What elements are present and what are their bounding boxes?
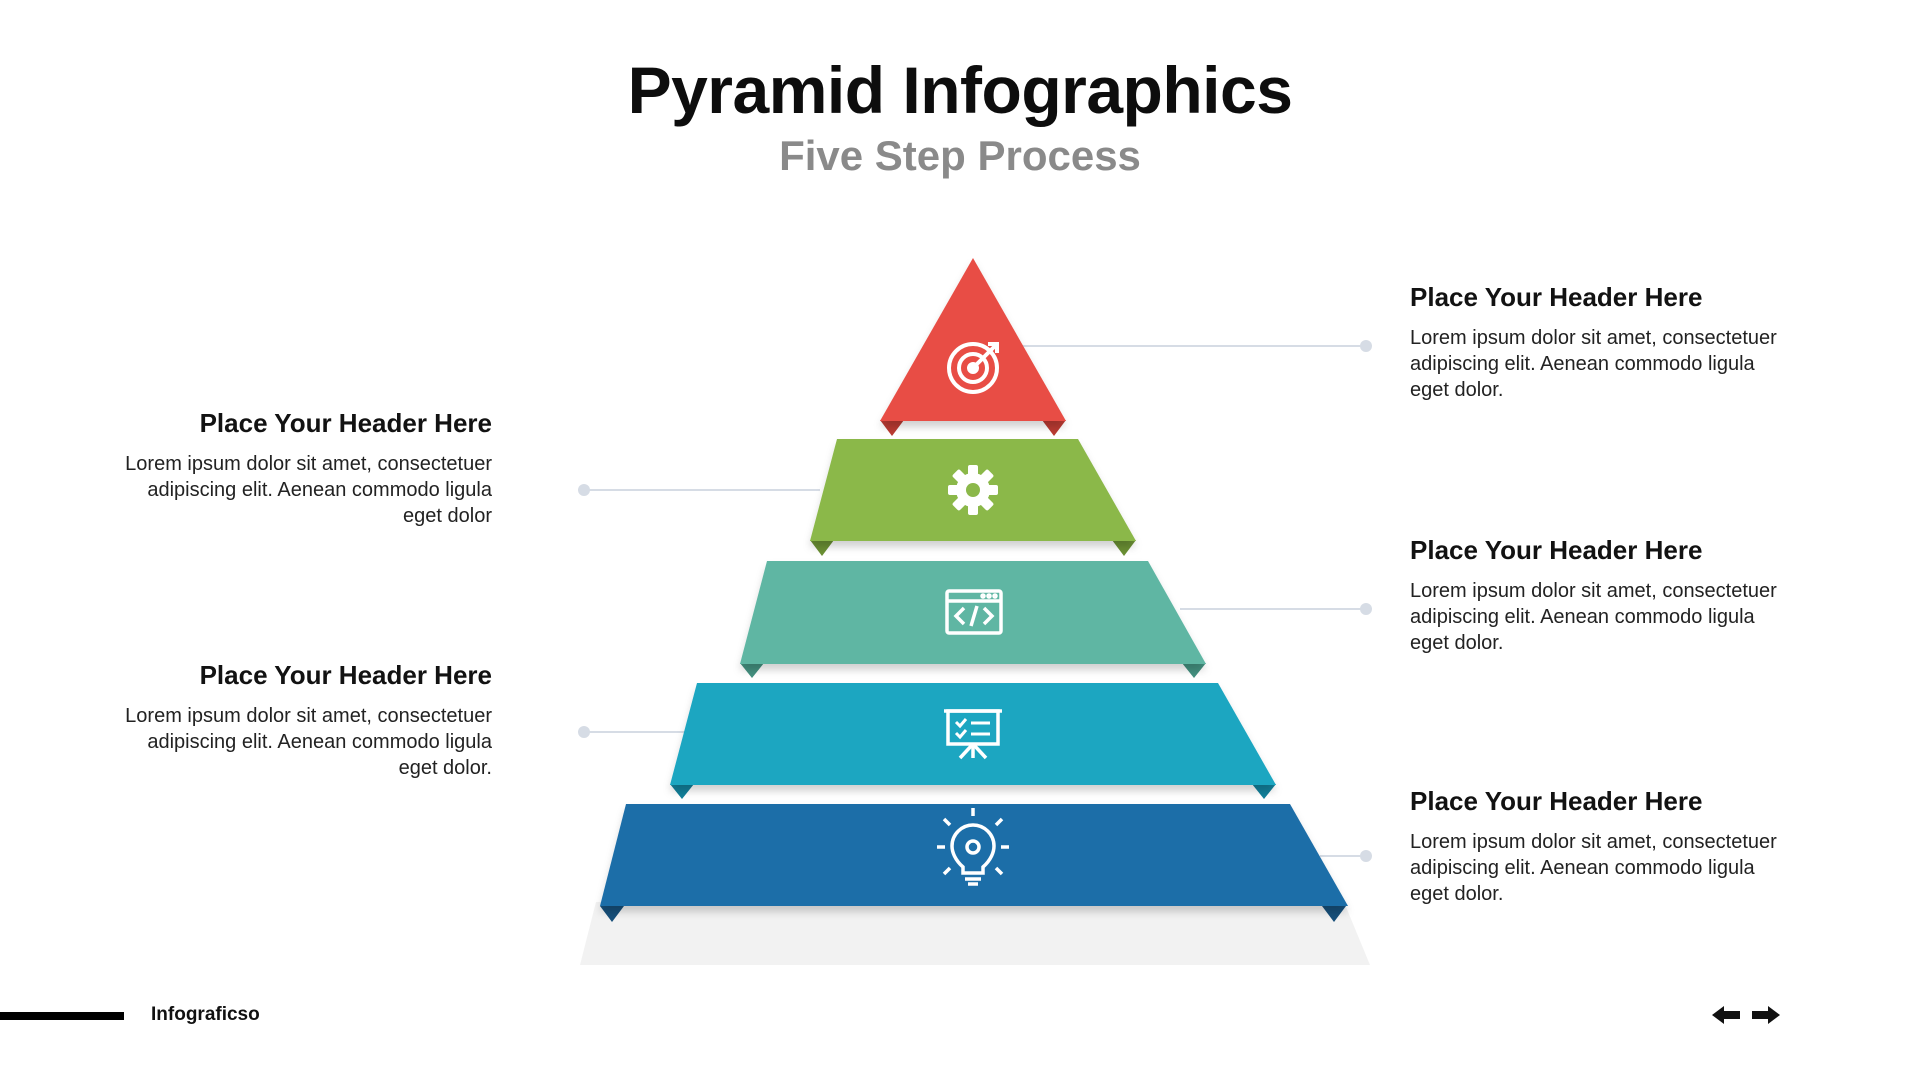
callout-header: Place Your Header Here [1410,282,1703,312]
brand-name: Infograficso [151,1004,260,1025]
next-slide-button[interactable] [1750,1004,1780,1026]
pyramid-base [580,902,1370,965]
callout-text: Lorem ipsum dolor sit amet, consectetuer… [1410,580,1777,654]
callout-header: Place Your Header Here [1410,786,1703,816]
code-window-icon [945,589,1003,635]
lightbulb-gear-icon [937,808,1009,886]
presentation-board-icon [944,709,1002,760]
callout-step-2: Place Your Header Here Lorem ipsum dolor… [122,408,492,529]
callout-header: Place Your Header Here [199,660,492,690]
callout-header: Place Your Header Here [199,408,492,438]
prev-slide-button[interactable] [1712,1004,1742,1026]
callout-text: Lorem ipsum dolor sit amet, consectetuer… [1410,831,1777,905]
pyramid-level-4 [670,683,1276,799]
callout-step-4: Place Your Header Here Lorem ipsum dolor… [122,660,492,781]
callout-header: Place Your Header Here [1410,535,1703,565]
footer-accent-bar [0,1012,124,1020]
callout-text: Lorem ipsum dolor sit amet, consectetuer… [125,453,492,527]
callout-step-5: Place Your Header Here Lorem ipsum dolor… [1410,786,1780,907]
gear-icon [948,465,998,515]
callout-text: Lorem ipsum dolor sit amet, consectetuer… [1410,327,1777,401]
connector-lines [578,340,1372,862]
callout-step-1: Place Your Header Here Lorem ipsum dolor… [1410,282,1780,403]
callout-text: Lorem ipsum dolor sit amet, consectetuer… [125,705,492,779]
pyramid-level-1 [880,258,1066,436]
target-icon [947,342,999,394]
arrow-left-icon [1712,1006,1740,1024]
page-title: Pyramid Infographics [627,53,1293,127]
page-subtitle: Five Step Process [779,132,1141,179]
callout-step-3: Place Your Header Here Lorem ipsum dolor… [1410,535,1780,656]
arrow-right-icon [1752,1006,1780,1024]
pyramid-level-3 [740,561,1206,678]
pyramid-level-5 [600,804,1348,922]
